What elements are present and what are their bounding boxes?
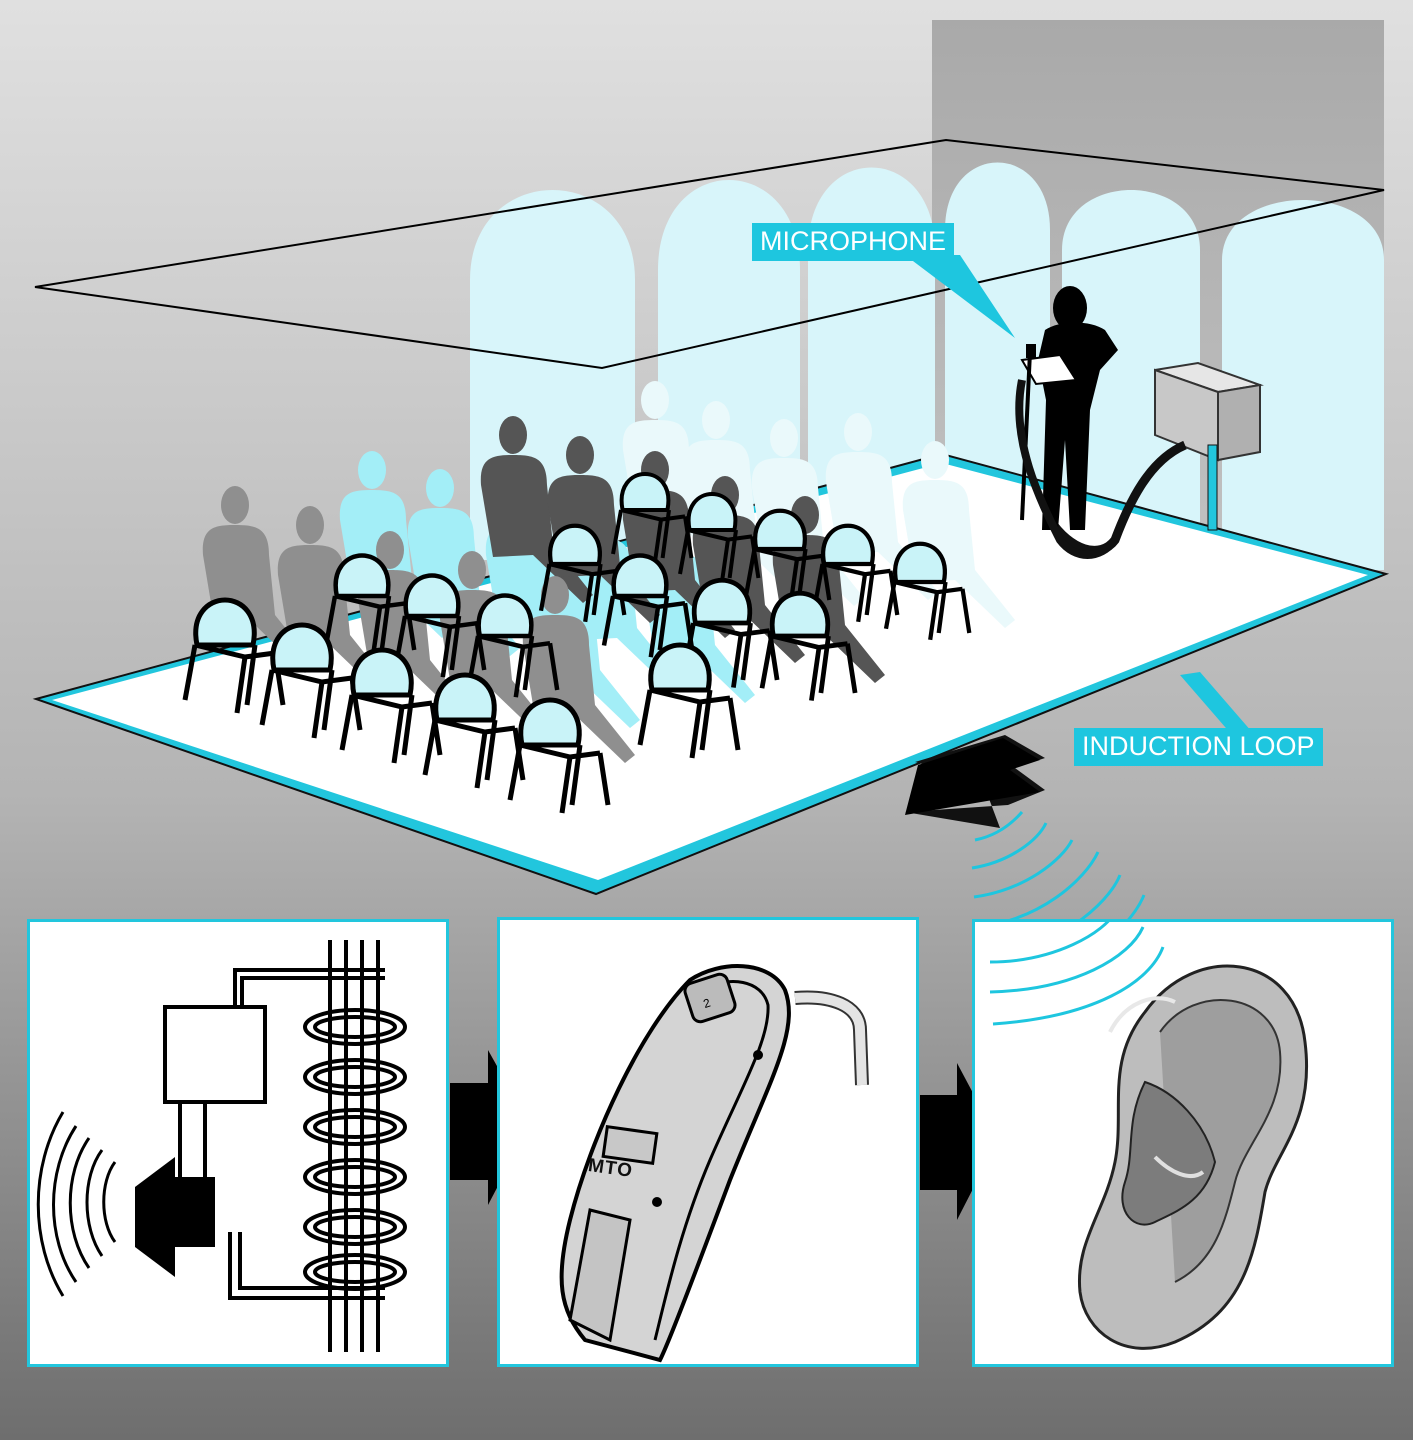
microphone-icon (1026, 344, 1036, 358)
induction-loop-label: INDUCTION LOOP (1074, 728, 1323, 766)
signal-waves-icon (38, 1112, 115, 1296)
amplifier-box (165, 970, 385, 1298)
signal-waves-icon (990, 922, 1163, 1024)
hearing-aid-panel: 2 MTO (497, 917, 919, 1367)
microphone-label: MICROPHONE (752, 223, 954, 261)
ear-panel (972, 919, 1394, 1367)
hearing-aid-icon: 2 (500, 920, 916, 1364)
ear-icon (975, 922, 1391, 1364)
amplifier-coil-panel (27, 919, 449, 1367)
coil-icon (305, 940, 405, 1352)
